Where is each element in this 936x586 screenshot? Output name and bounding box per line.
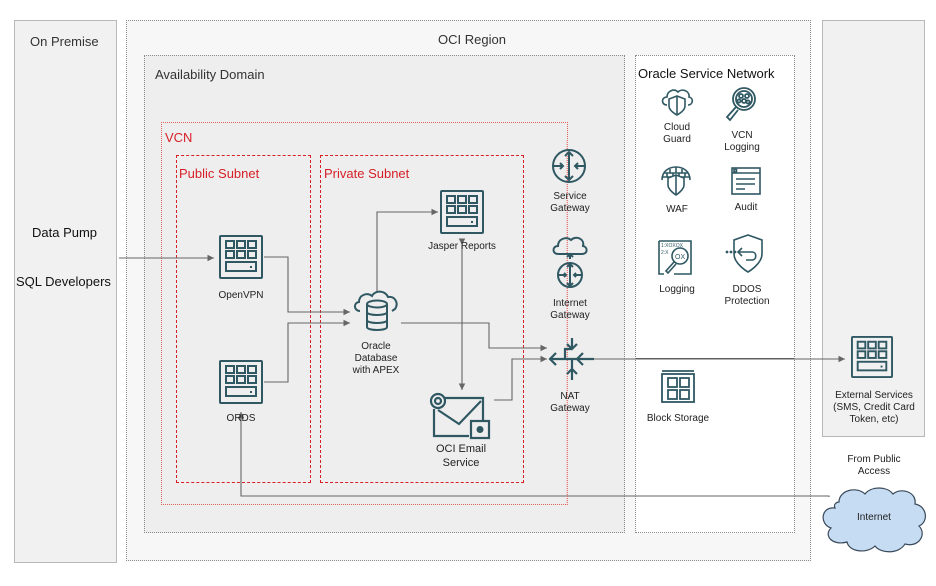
vcn-logging-label-line1: VCN — [731, 130, 753, 141]
logging-icon[interactable]: 1:XOXOX 2:X OX — [658, 240, 694, 276]
external-panel — [822, 20, 925, 437]
logging-label: Logging — [659, 284, 695, 295]
openvpn-label: OpenVPN — [218, 290, 264, 301]
vcn-title: VCN — [165, 130, 193, 145]
external-services-label-line2: (SMS, Credit Card — [833, 402, 915, 413]
oracle-database-label-line2: Database — [354, 353, 398, 364]
osn-divider — [636, 358, 794, 359]
availability-domain-title: Availability Domain — [155, 67, 265, 82]
block-storage-icon[interactable] — [661, 369, 695, 403]
external-services-label-line3: Token, etc) — [849, 414, 899, 425]
on-premise-panel: On Premise — [14, 20, 117, 563]
internet-gateway-label: Internet Gateway — [540, 298, 600, 322]
email-service-label: OCI Email Service — [427, 442, 495, 470]
jasper-reports-compute-instance-icon[interactable] — [440, 190, 484, 234]
service-gateway-label-line1: Service — [553, 191, 587, 202]
ddos-protection-label-line1: DDOS — [732, 284, 762, 295]
vcn-logging-label-line2: Logging — [724, 142, 760, 153]
svg-text:2:X: 2:X — [661, 250, 669, 256]
internet-label: Internet — [857, 512, 891, 523]
oracle-service-network-title: Oracle Service Network — [638, 66, 775, 81]
ddos-protection-label: DDOS Protection — [719, 284, 775, 308]
sql-developers-label: SQL Developers — [16, 274, 111, 289]
public-subnet-panel: Public Subnet — [176, 155, 311, 483]
ords-compute-instance-icon[interactable] — [219, 360, 263, 404]
email-service-label-line1: OCI Email — [435, 443, 487, 455]
audit-icon[interactable] — [731, 167, 761, 195]
from-public-access-line2: Access — [857, 466, 891, 477]
nat-gateway-label-line2: Gateway — [550, 403, 590, 414]
private-subnet-title: Private Subnet — [324, 166, 410, 181]
openvpn-compute-instance-icon[interactable] — [219, 235, 263, 279]
svg-text:OX: OX — [675, 254, 685, 261]
cloud-guard-label-line2: Guard — [663, 134, 691, 145]
nat-gateway-icon[interactable] — [548, 337, 595, 381]
external-services-compute-instance-icon[interactable] — [851, 336, 893, 378]
external-services-label-line1: External Services — [835, 390, 913, 401]
from-public-access-line1: From Public — [847, 454, 901, 465]
internet-gateway-icon[interactable] — [552, 234, 588, 290]
data-pump-label: Data Pump — [32, 225, 98, 240]
nat-gateway-label-line1: NAT — [560, 391, 580, 402]
vcn-logging-label: VCN Logging — [717, 130, 767, 154]
oracle-database-label: Oracle Database with APEX — [346, 341, 406, 377]
oci-region-title: OCI Region — [438, 32, 506, 47]
on-premise-title: On Premise — [30, 34, 99, 49]
nat-gateway-label: NAT Gateway — [540, 391, 600, 415]
oracle-database-label-line3: with APEX — [352, 365, 400, 376]
cloud-guard-label-line1: Cloud — [663, 122, 691, 133]
waf-icon[interactable] — [660, 166, 692, 196]
service-gateway-label: Service Gateway — [540, 191, 600, 215]
cloud-guard-icon[interactable] — [661, 88, 694, 116]
from-public-access-label: From Public Access — [834, 454, 914, 478]
internet-cloud-icon[interactable] — [819, 484, 929, 554]
ddos-protection-label-line2: Protection — [724, 296, 770, 307]
cloud-guard-label: Cloud Guard — [652, 122, 702, 146]
service-gateway-label-line2: Gateway — [550, 203, 590, 214]
vcn-panel: VCN — [161, 122, 568, 505]
public-subnet-title: Public Subnet — [179, 166, 260, 181]
waf-label: WAF — [666, 204, 688, 215]
external-services-label: External Services (SMS, Credit Card Toke… — [824, 390, 924, 426]
autonomous-database-icon[interactable] — [352, 289, 402, 333]
oracle-database-label-line1: Oracle — [361, 341, 391, 352]
internet-gateway-label-line2: Gateway — [550, 310, 590, 321]
ords-label: ORDS — [226, 413, 256, 424]
internet-gateway-label-line1: Internet — [553, 298, 587, 309]
private-subnet-panel: Private Subnet — [320, 155, 524, 483]
service-gateway-icon[interactable] — [551, 148, 587, 184]
email-service-icon[interactable] — [429, 392, 493, 440]
block-storage-label: Block Storage — [646, 413, 710, 424]
svg-text:1:XOXOX: 1:XOXOX — [661, 243, 684, 249]
email-service-label-line2: Service — [442, 457, 480, 469]
ddos-protection-icon[interactable] — [724, 234, 764, 274]
vcn-logging-icon[interactable] — [724, 86, 758, 122]
jasper-reports-label: Jasper Reports — [428, 241, 496, 252]
audit-label: Audit — [734, 202, 758, 213]
